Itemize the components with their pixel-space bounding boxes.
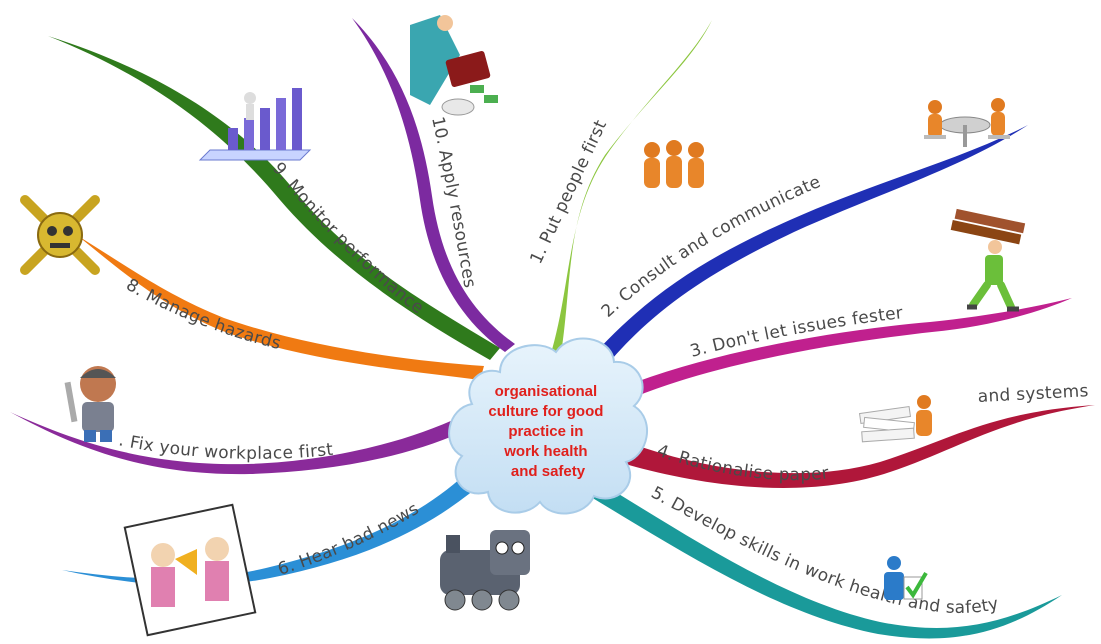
branch-ribbon bbox=[62, 468, 488, 586]
branch-ribbon bbox=[78, 236, 484, 380]
branch-ribbon bbox=[10, 412, 462, 475]
branch-label: 9. Monitor performance bbox=[268, 159, 427, 319]
branch-label: 2. Consult and communicate bbox=[598, 172, 824, 322]
branch-label: 1. Put people first bbox=[526, 117, 611, 267]
wrench-worker-icon bbox=[64, 366, 116, 442]
branch-label: 6. Hear bad news bbox=[275, 499, 422, 580]
branch-ribbon bbox=[48, 36, 500, 360]
money-briefcase-icon bbox=[410, 15, 498, 116]
branch-issues-fester[interactable]: 3. Don't let issues fester bbox=[628, 298, 1072, 398]
meeting-table-icon bbox=[924, 98, 1010, 147]
branch-ribbon bbox=[586, 478, 1062, 639]
worker-carrying-planks-icon bbox=[950, 208, 1026, 312]
branch-develop-skills[interactable]: 5. Develop skills in work health and saf… bbox=[586, 478, 1062, 639]
train-icon bbox=[440, 530, 530, 611]
person-checkmark-icon bbox=[884, 556, 928, 600]
skull-crossbones-icon bbox=[20, 195, 100, 275]
cloud-shape bbox=[448, 337, 649, 515]
branch-fix-workplace[interactable]: . Fix your workplace first bbox=[10, 412, 462, 475]
branch-label-continued: and systems bbox=[977, 381, 1089, 407]
paperwork-pile-icon bbox=[858, 395, 932, 443]
center-title: organisational culture for good practice… bbox=[488, 383, 607, 480]
people-group-icon bbox=[644, 140, 704, 188]
branch-label: 8. Manage hazards bbox=[123, 275, 283, 354]
megaphone-people-icon bbox=[123, 503, 257, 637]
branch-ribbon bbox=[618, 405, 1095, 488]
branch-ribbon bbox=[580, 125, 1028, 376]
bar-chart-icon bbox=[198, 88, 312, 161]
branch-label: 10. Apply resources bbox=[427, 115, 479, 290]
branch-ribbon bbox=[540, 20, 712, 385]
branch-ribbon bbox=[628, 298, 1072, 398]
central-cloud: organisational culture for good practice… bbox=[448, 337, 649, 515]
